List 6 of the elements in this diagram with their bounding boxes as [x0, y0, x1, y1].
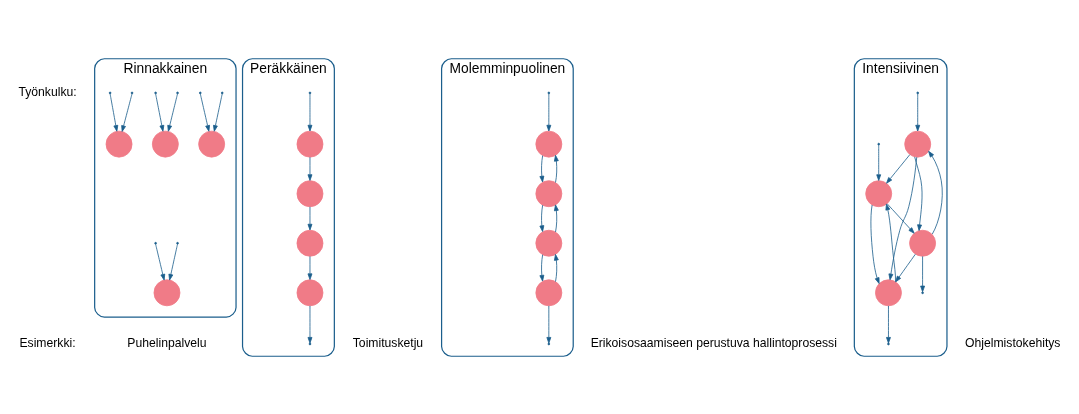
- label: Työnkulku:: [18, 84, 77, 99]
- label: Erikoisosaamiseen perustuva hallintoprosessi: [590, 335, 837, 350]
- label: Toimitusketju: [352, 335, 424, 350]
- label: Puhelinpalvelu: [127, 335, 207, 350]
- label: Esimerkki:: [19, 335, 76, 350]
- label: Ohjelmistokehitys: [965, 335, 1061, 350]
